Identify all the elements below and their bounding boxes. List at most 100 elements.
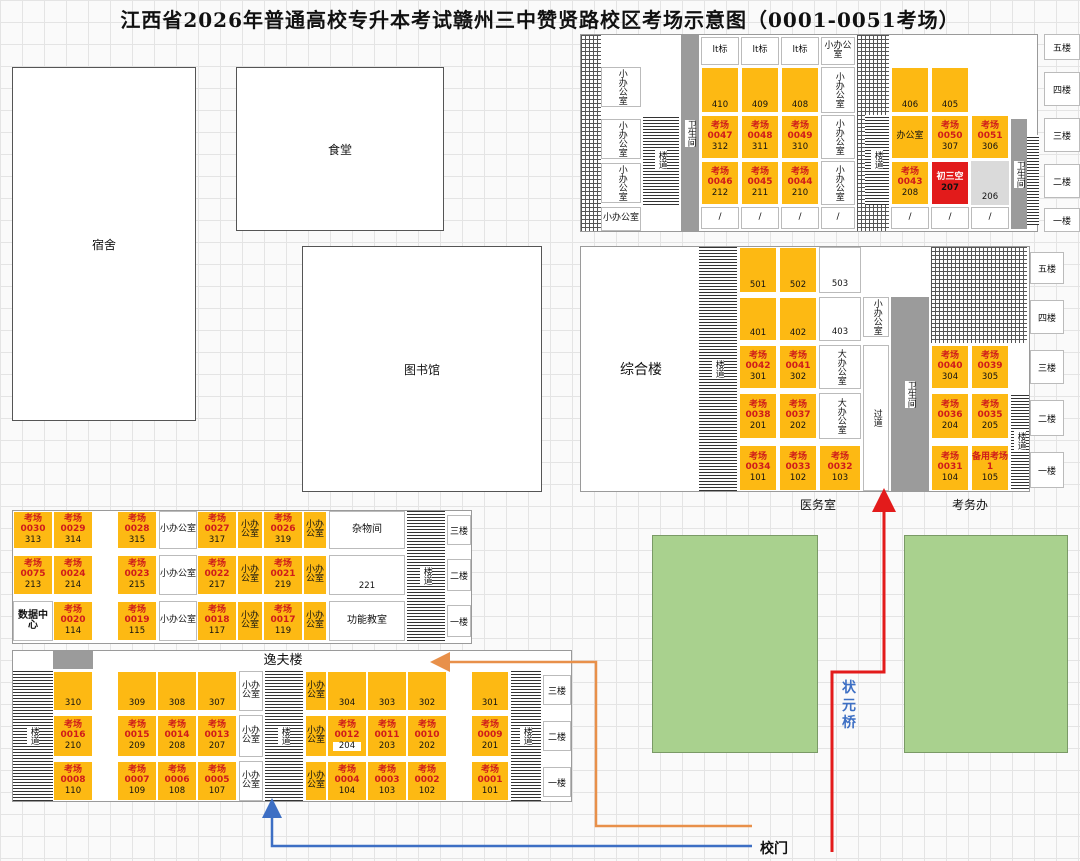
north-small-office-1: 小办公室 xyxy=(601,67,641,107)
green-area-left xyxy=(652,535,818,753)
west-stairs: 楼道 xyxy=(407,511,445,641)
north-stairs-mid: 楼道 xyxy=(865,115,889,205)
dormitory-building: 宿舍 xyxy=(12,67,196,421)
complex-room-501: 501 xyxy=(739,247,777,293)
north-slash-6: / xyxy=(931,207,969,229)
yifu-room-302: 302 xyxy=(407,671,447,711)
west-small-office-r1b: 小办公室 xyxy=(237,601,263,641)
north-small-office-2: 小办公室 xyxy=(601,119,641,159)
yifu-stairs-right: 楼道 xyxy=(511,671,541,801)
complex-big-office-2: 大办公室 xyxy=(819,393,861,439)
yifu-room-308: 308 xyxy=(157,671,197,711)
north-room-410: 410 xyxy=(701,67,739,113)
yifu-floor-1: 一楼 xyxy=(543,767,571,797)
yifu-room-301: 301 xyxy=(471,671,509,711)
west-room-221: 221 xyxy=(329,555,405,595)
complex-floor-2: 二楼 xyxy=(1030,400,1064,436)
zhuangyuan-bridge-label: 状元桥 xyxy=(842,680,856,731)
north-sign-2: lt标 xyxy=(741,37,779,65)
clinic-label: 医务室 xyxy=(800,498,837,512)
north-small-office-3: 小办公室 xyxy=(601,163,641,203)
west-function-room: 功能教室 xyxy=(329,601,405,641)
yifu-stairs-left: 楼道 xyxy=(13,671,53,801)
complex-floor-4: 四楼 xyxy=(1030,300,1064,334)
west-floor-2: 二楼 xyxy=(447,559,471,591)
west-small-office-r2a: 小办公室 xyxy=(159,555,197,595)
complex-room-401: 401 xyxy=(739,297,777,341)
yifu-room-310: 310 xyxy=(53,671,93,711)
north-office: 办公室 xyxy=(891,115,929,159)
green-area-right xyxy=(904,535,1068,753)
north-slash-1: / xyxy=(701,207,739,229)
library-building: 图书馆 xyxy=(302,246,542,492)
north-floor-1: 一楼 xyxy=(1044,208,1080,232)
west-small-office-r2b: 小办公室 xyxy=(237,555,263,595)
yifu-small-office-l1: 小办公室 xyxy=(239,761,263,801)
north-slash-4: / xyxy=(821,207,855,229)
yifu-floor-2: 二楼 xyxy=(543,721,571,751)
north-floor-2: 二楼 xyxy=(1044,164,1080,198)
complex-room-502: 502 xyxy=(779,247,817,293)
north-room-406: 406 xyxy=(891,67,929,113)
north-small-office-r3: 小办公室 xyxy=(821,115,855,159)
complex-room-402: 402 xyxy=(779,297,817,341)
complex-floor-5: 五楼 xyxy=(1030,252,1064,284)
north-room-409: 409 xyxy=(741,67,779,113)
west-small-office-r1c: 小办公室 xyxy=(303,601,327,641)
school-gate-label: 校门 xyxy=(760,841,788,857)
north-stairs-right xyxy=(1027,135,1039,225)
north-small-office-r2: 小办公室 xyxy=(821,161,855,205)
complex-big-office-3: 大办公室 xyxy=(819,345,861,389)
north-slash-5: / xyxy=(891,207,929,229)
west-small-office-r3c: 小办公室 xyxy=(303,511,327,549)
canteen-label: 食堂 xyxy=(327,142,352,157)
north-small-office-top: 小办公室 xyxy=(821,37,855,65)
north-restroom-left: 卫生间 xyxy=(681,35,699,231)
complex-passage: 过道 xyxy=(863,345,889,491)
west-data-center: 数据中心 xyxy=(13,601,53,641)
north-slash-2: / xyxy=(741,207,779,229)
complex-hatch-right xyxy=(931,247,1027,343)
yifu-room-303: 303 xyxy=(367,671,407,711)
complex-small-office: 小办公室 xyxy=(863,297,889,337)
west-floor-3: 三楼 xyxy=(447,515,471,545)
